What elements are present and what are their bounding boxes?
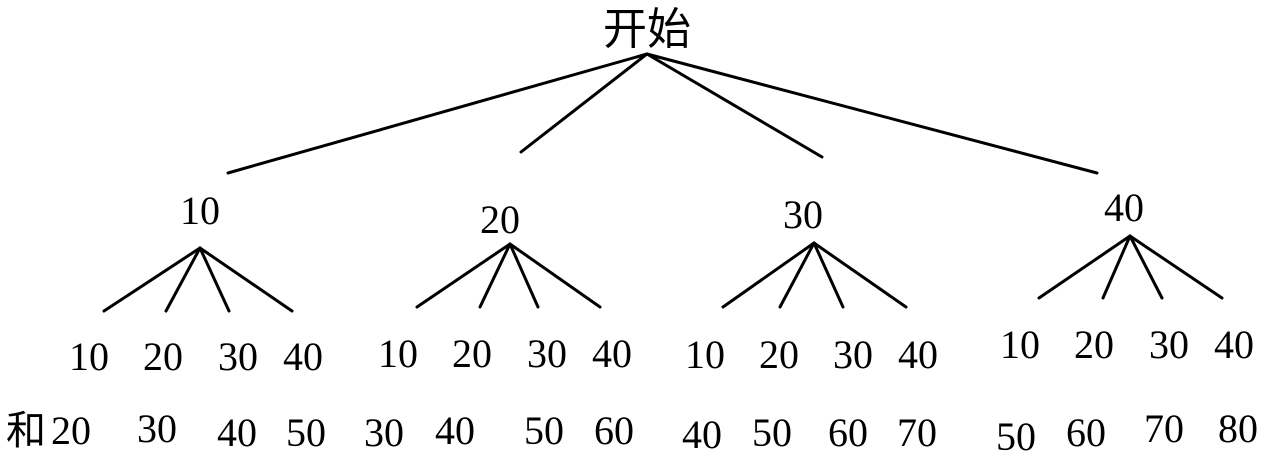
level1-node-label-3: 40 (1104, 185, 1144, 230)
sum-label-1-0: 30 (364, 410, 404, 454)
leaf-label-3-0: 10 (1000, 322, 1040, 367)
leaf-label-1-1: 20 (452, 331, 492, 376)
edge-level1-0-to-leaf-1 (164, 246, 202, 313)
sum-label-3-3: 80 (1218, 406, 1258, 451)
sum-label-2-2: 60 (828, 410, 868, 454)
level1-node-label-1: 20 (480, 197, 520, 242)
sum-label-0-2: 40 (217, 410, 257, 454)
leaf-label-0-3: 40 (283, 334, 323, 379)
edge-root-to-level1-1 (519, 52, 649, 154)
edge-level1-0-to-leaf-0 (102, 246, 202, 313)
leaf-label-2-0: 10 (685, 332, 725, 377)
sum-label-0-0: 20 (51, 408, 91, 453)
edge-level1-3-to-leaf-3 (1128, 234, 1224, 300)
leaf-label-2-3: 40 (898, 332, 938, 377)
edge-level1-1-to-leaf-2 (508, 242, 540, 309)
edge-root-to-level1-0 (226, 52, 649, 175)
sum-label-0-3: 50 (286, 410, 326, 454)
edge-level1-2-to-leaf-0 (721, 241, 816, 309)
leaf-label-3-1: 20 (1074, 322, 1114, 367)
sum-label-1-1: 40 (435, 408, 475, 453)
edge-root-to-level1-3 (645, 52, 1099, 175)
sum-label-3-2: 70 (1144, 406, 1184, 451)
edge-level1-3-to-leaf-2 (1128, 234, 1164, 300)
edge-level1-3-to-leaf-0 (1037, 234, 1132, 300)
edge-root-to-level1-2 (645, 52, 824, 159)
level1-node-label-2: 30 (783, 192, 823, 237)
leaf-label-3-2: 30 (1149, 322, 1189, 367)
edge-level1-2-to-leaf-3 (812, 241, 908, 309)
leaf-label-2-1: 20 (759, 332, 799, 377)
sum-label-1-3: 60 (594, 408, 634, 453)
sum-label-2-3: 70 (897, 410, 937, 454)
leaf-label-0-0: 10 (69, 334, 109, 379)
leaf-label-0-2: 30 (218, 334, 258, 379)
edge-level1-0-to-leaf-3 (198, 246, 294, 313)
edge-level1-2-to-leaf-2 (812, 241, 845, 309)
leaf-label-1-3: 40 (592, 331, 632, 376)
leaf-label-2-2: 30 (833, 332, 873, 377)
edge-level1-3-to-leaf-1 (1101, 234, 1132, 300)
edge-level1-1-to-leaf-0 (415, 242, 512, 309)
leaf-label-1-2: 30 (527, 331, 567, 376)
edge-level1-1-to-leaf-1 (478, 242, 512, 309)
leaf-label-1-0: 10 (378, 331, 418, 376)
sum-label-2-1: 50 (752, 410, 792, 454)
sum-label-0-1: 30 (137, 406, 177, 451)
leaf-label-3-3: 40 (1214, 322, 1254, 367)
sum-row-prefix: 和 (6, 408, 46, 453)
edge-level1-2-to-leaf-1 (778, 241, 816, 309)
sum-label-3-0: 50 (996, 414, 1036, 454)
sum-label-2-0: 40 (682, 412, 722, 454)
leaf-label-0-1: 20 (143, 334, 183, 379)
edge-level1-0-to-leaf-2 (198, 246, 231, 313)
sum-label-3-1: 60 (1066, 410, 1106, 454)
edge-level1-1-to-leaf-3 (508, 242, 602, 309)
sum-label-1-2: 50 (524, 408, 564, 453)
root-node-label: 开始 (603, 5, 691, 54)
level1-node-label-0: 10 (180, 188, 220, 233)
